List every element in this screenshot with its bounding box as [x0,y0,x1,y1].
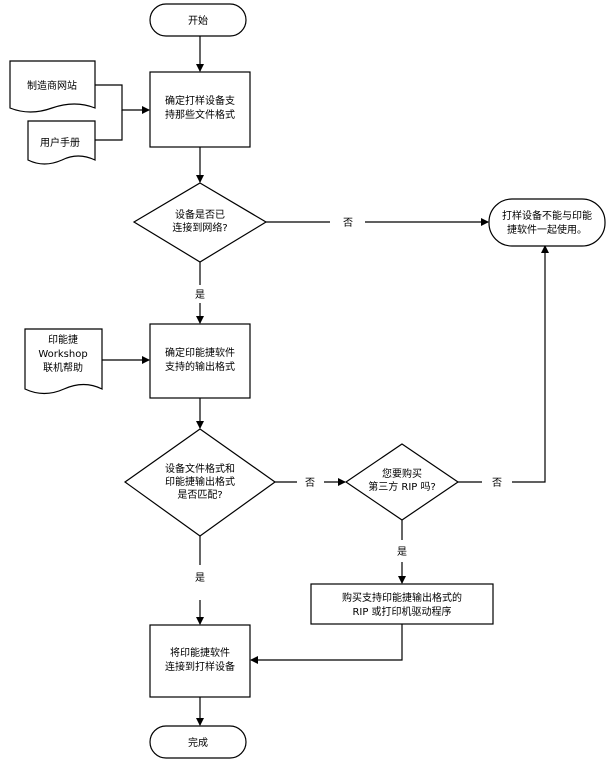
node-purchase-rip-line2: RIP 或打印机驱动程序 [352,605,451,618]
node-workshop-help: 印能捷 Workshop 联机帮助 [24,328,103,395]
edge-label-match-yes: 是 [195,572,205,584]
edge-manufacturer-site-to-determine-formats [95,84,150,114]
node-not-usable: 打样设备不能与印能 捷软件一起使用。 [488,198,606,247]
node-formats-match-line1: 设备文件格式和 [165,462,235,475]
node-purchase-rip-line1: 购买支持印能捷输出格式的 [342,591,462,604]
node-formats-match-line3: 是否匹配? [177,489,222,501]
node-buy-rip: 您要购买 第三方 RIP 吗? [344,443,460,521]
node-formats-match: 设备文件格式和 印能捷输出格式 是否匹配? [123,428,277,537]
node-workshop-help-line3: 联机帮助 [43,361,83,374]
node-connect-device: 将印能捷软件 连接到打样设备 [149,624,251,698]
edge-labels: 否 是 否 是 否 是 [195,217,502,584]
node-user-manual-label: 用户手册 [40,136,80,149]
node-is-networked-line1: 设备是否已 [175,208,225,221]
edge-label-rip-yes: 是 [397,546,407,558]
node-buy-rip-line1: 您要购买 [382,467,422,480]
node-end-label: 完成 [188,736,208,749]
node-start: 开始 [149,3,247,37]
edge-label-network-yes: 是 [195,289,205,301]
node-is-networked-line2: 连接到网络? [172,221,227,234]
node-determine-output: 确定印能捷软件 支持的输出格式 [149,323,251,399]
node-determine-output-line1: 确定印能捷软件 [165,346,235,359]
node-formats-match-line2: 印能捷输出格式 [165,475,235,488]
edge-label-network-no: 否 [343,217,353,229]
node-determine-formats: 确定打样设备支 持那些文件格式 [149,71,251,148]
node-end: 完成 [149,725,247,759]
node-determine-formats-line2: 持那些文件格式 [165,108,235,121]
node-connect-device-line2: 连接到打样设备 [165,660,235,673]
node-start-label: 开始 [188,14,208,27]
edge-label-match-no: 否 [305,477,315,489]
edge-purchase-to-connect [250,624,403,664]
node-not-usable-line2: 捷软件一起使用。 [507,223,587,236]
node-is-networked: 设备是否已 连接到网络? [132,182,268,263]
node-workshop-help-line2: Workshop [38,349,87,360]
node-not-usable-line1: 打样设备不能与印能 [502,209,592,222]
node-manufacturer-site-label: 制造商网站 [27,79,77,92]
edge-label-rip-no: 否 [492,477,502,489]
node-buy-rip-line2: 第三方 RIP 吗? [368,480,436,493]
node-determine-formats-line1: 确定打样设备支 [165,94,235,107]
connectors [95,36,549,726]
node-manufacturer-site: 制造商网站 [9,60,96,113]
edge-user-manual-to-determine-formats [95,110,123,141]
node-workshop-help-line1: 印能捷 [48,333,78,346]
node-purchase-rip: 购买支持印能捷输出格式的 RIP 或打印机驱动程序 [310,583,494,625]
node-determine-output-line2: 支持的输出格式 [165,360,235,373]
node-connect-device-line1: 将印能捷软件 [170,646,230,659]
edge-buy-rip-no-to-not-usable [512,245,549,483]
node-user-manual: 用户手册 [27,120,96,165]
